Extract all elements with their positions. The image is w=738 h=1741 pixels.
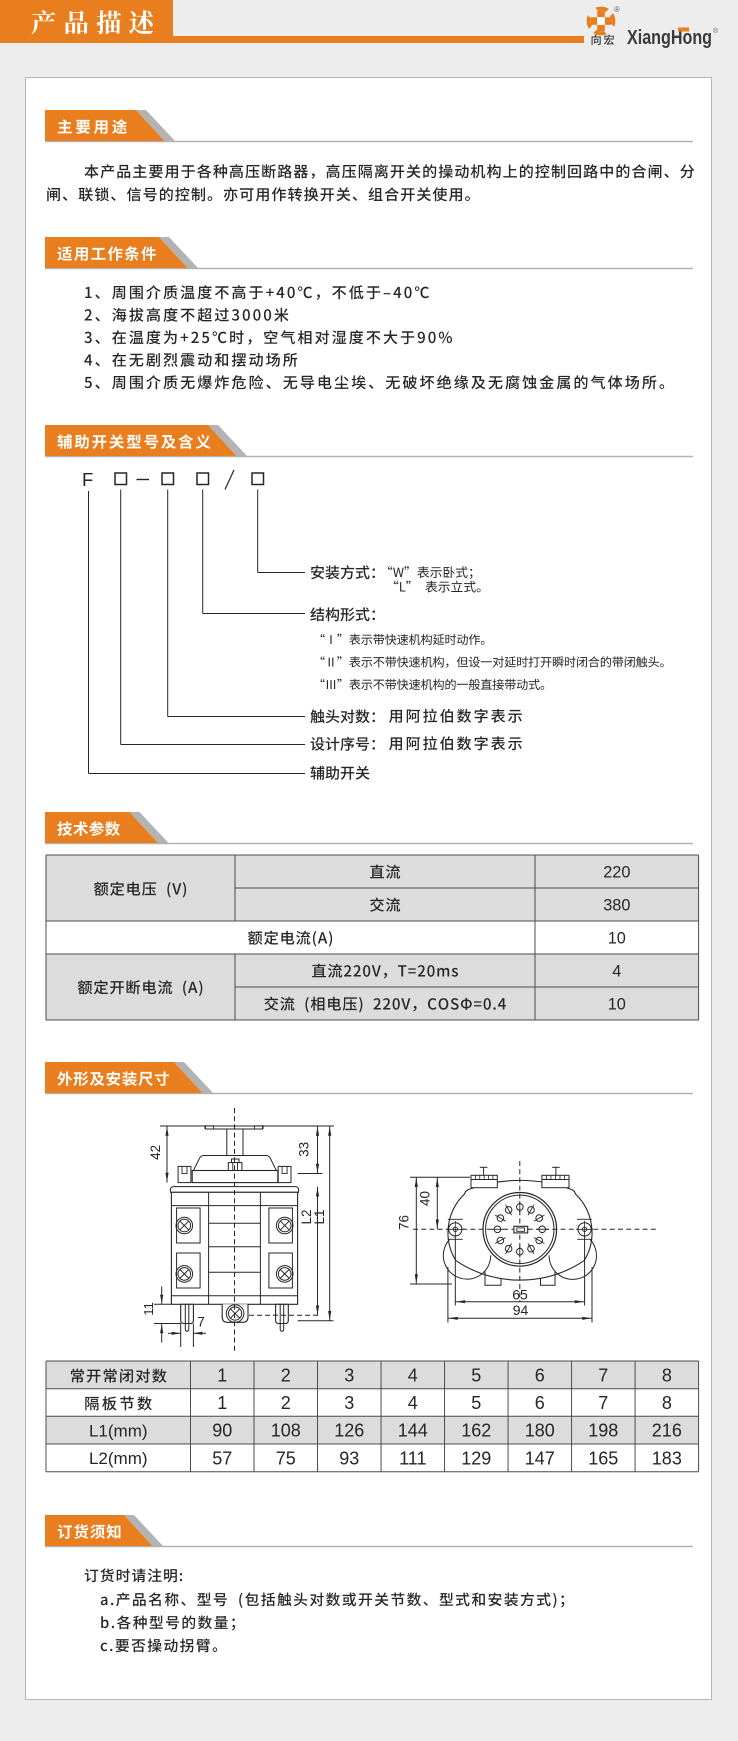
svg-text:220: 220: [603, 864, 630, 882]
svg-text:4: 4: [408, 1365, 418, 1385]
svg-text:129: 129: [461, 1448, 491, 1468]
svg-text:®: ®: [614, 5, 620, 14]
svg-text:144: 144: [398, 1421, 428, 1441]
svg-text:5: 5: [471, 1365, 481, 1385]
svg-text:4: 4: [612, 963, 621, 981]
svg-text:7: 7: [197, 1315, 205, 1330]
svg-text:75: 75: [276, 1448, 296, 1468]
svg-text:90: 90: [212, 1421, 232, 1441]
svg-text:93: 93: [339, 1448, 359, 1468]
svg-text:111: 111: [399, 1448, 426, 1468]
svg-text:57: 57: [212, 1448, 232, 1468]
svg-text:162: 162: [461, 1421, 491, 1441]
svg-text:L2(mm): L2(mm): [89, 1449, 148, 1468]
svg-text:198: 198: [588, 1421, 618, 1441]
svg-text:6: 6: [535, 1365, 545, 1385]
svg-text:108: 108: [271, 1421, 301, 1441]
svg-text:11: 11: [141, 1302, 156, 1316]
svg-text:L1: L1: [312, 1209, 327, 1224]
svg-text:183: 183: [652, 1448, 682, 1468]
svg-text:180: 180: [525, 1421, 555, 1441]
svg-text:1: 1: [217, 1365, 227, 1385]
svg-text:3: 3: [344, 1393, 354, 1413]
svg-text:380: 380: [603, 897, 630, 915]
svg-text:2: 2: [281, 1365, 291, 1385]
svg-text:165: 165: [588, 1448, 618, 1468]
svg-text:7: 7: [598, 1393, 608, 1413]
svg-text:94: 94: [513, 1302, 529, 1318]
svg-text:8: 8: [662, 1365, 672, 1385]
svg-text:3: 3: [344, 1365, 354, 1385]
svg-text:42: 42: [148, 1145, 163, 1160]
svg-text:126: 126: [334, 1421, 364, 1441]
svg-text:5: 5: [471, 1393, 481, 1413]
svg-text:6: 6: [535, 1393, 545, 1413]
svg-text:1: 1: [217, 1393, 227, 1413]
svg-text:7: 7: [598, 1365, 608, 1385]
svg-text:76: 76: [397, 1215, 412, 1230]
svg-text:®: ®: [713, 27, 719, 35]
svg-text:10: 10: [608, 996, 626, 1014]
svg-text:4: 4: [408, 1393, 418, 1413]
svg-text:2: 2: [281, 1393, 291, 1413]
svg-text:F: F: [82, 469, 93, 490]
svg-text:L1(mm): L1(mm): [89, 1421, 148, 1440]
svg-text:65: 65: [512, 1287, 528, 1303]
svg-text:10: 10: [608, 930, 626, 948]
svg-text:147: 147: [525, 1448, 555, 1468]
svg-text:40: 40: [418, 1191, 433, 1206]
svg-text:XiangHong: XiangHong: [627, 26, 712, 49]
svg-text:216: 216: [652, 1421, 682, 1441]
svg-text:33: 33: [297, 1142, 312, 1157]
svg-text:L2: L2: [299, 1209, 314, 1224]
svg-text:8: 8: [662, 1393, 672, 1413]
